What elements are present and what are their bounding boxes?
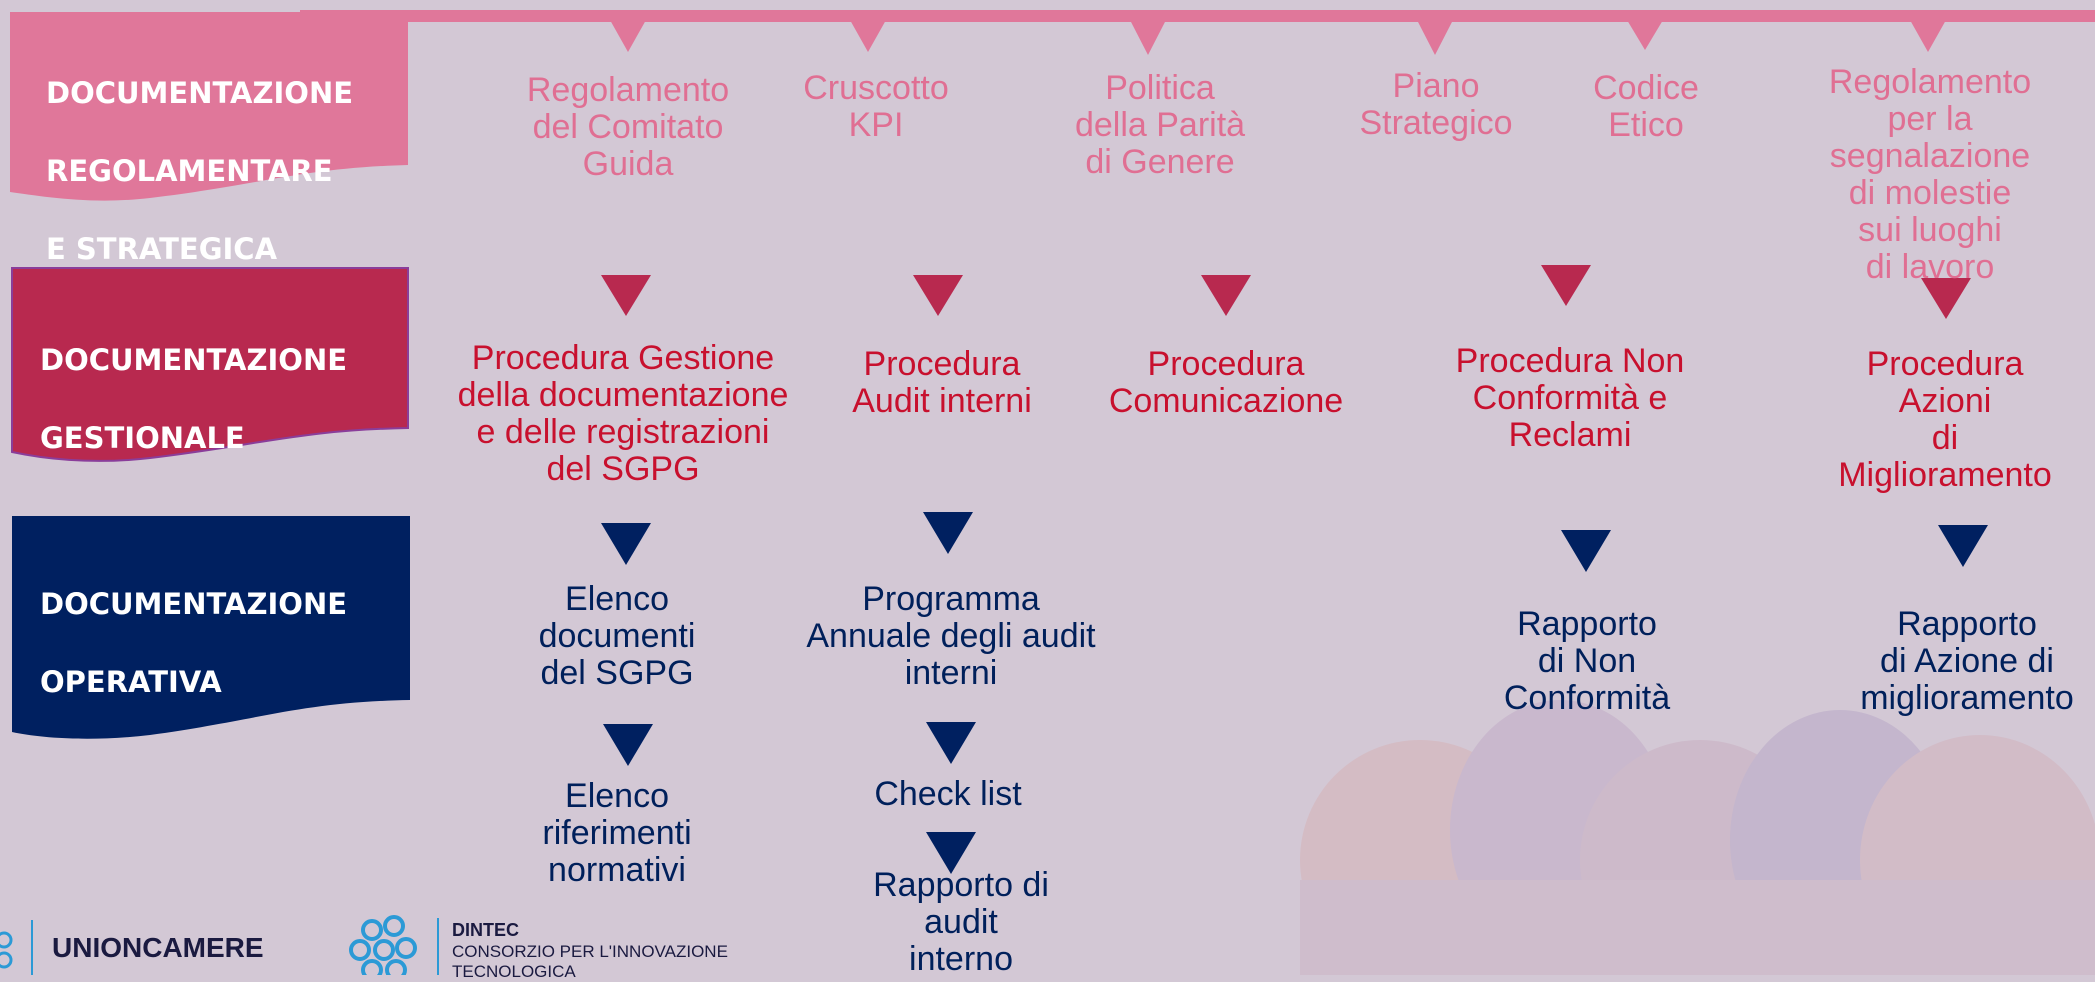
management-arrows bbox=[601, 265, 1971, 319]
doc-procedura-comunicazione: Procedura Comunicazione bbox=[1108, 345, 1344, 420]
label-line: E STRATEGICA bbox=[46, 232, 278, 266]
doc-piano-strategico: Piano Strategico bbox=[1359, 67, 1513, 142]
unioncamere-logo-icon bbox=[0, 920, 33, 975]
doc-cruscotto-kpi: Cruscotto KPI bbox=[803, 69, 949, 144]
doc-rapporto-azione: Rapporto di Azione di miglioramento bbox=[1860, 605, 2074, 717]
doc-rapporto-audit: Rapporto di audit interno bbox=[873, 866, 1049, 978]
dintec-subtitle-2: TECNOLOGICA bbox=[452, 962, 576, 981]
label-line: GESTIONALE bbox=[40, 421, 245, 455]
doc-procedura-audit: Procedura Audit interni bbox=[852, 345, 1032, 420]
doc-politica-parita: Politica della Parità di Genere bbox=[1074, 69, 1246, 181]
banner-gestionale bbox=[11, 267, 409, 462]
dintec-logo-icon bbox=[349, 915, 417, 975]
label-operativa: DOCUMENTAZIONE OPERATIVA bbox=[40, 546, 347, 741]
label-line: OPERATIVA bbox=[40, 665, 222, 699]
dintec-subtitle-1: CONSORZIO PER L'INNOVAZIONE bbox=[452, 942, 728, 961]
doc-check-list: Check list bbox=[874, 775, 1022, 813]
doc-elenco-riferimenti: Elenco riferimenti normativi bbox=[542, 777, 692, 889]
doc-rapporto-non-conformita: Rapporto di Non Conformità bbox=[1503, 605, 1671, 717]
background-silhouettes bbox=[1300, 700, 2095, 975]
doc-procedura-gestione: Procedura Gestione della documentazione … bbox=[457, 339, 789, 488]
doc-elenco-documenti: Elenco documenti del SGPG bbox=[538, 580, 696, 692]
label-strategica: DOCUMENTAZIONE REGOLAMENTARE E STRATEGIC… bbox=[46, 35, 353, 308]
unioncamere-wordmark: UNIONCAMERE bbox=[52, 932, 264, 963]
label-line: DOCUMENTAZIONE bbox=[46, 76, 354, 110]
strategic-arrows bbox=[610, 20, 1946, 55]
doc-procedura-non-conformita: Procedura Non Conformità e Reclami bbox=[1455, 342, 1685, 454]
doc-procedura-azioni: Procedura Azioni di Miglioramento bbox=[1838, 345, 2052, 494]
doc-regolamento-molestie: Regolamento per la segnalazione di moles… bbox=[1828, 63, 2032, 286]
operational-arrows bbox=[601, 512, 1988, 874]
banner-operativa bbox=[12, 516, 410, 739]
doc-regolamento-comitato: Regolamento del Comitato Guida bbox=[526, 71, 730, 183]
banner-strategica bbox=[10, 12, 408, 201]
doc-codice-etico: Codice Etico bbox=[1593, 69, 1699, 144]
top-bar bbox=[300, 10, 2095, 22]
label-gestionale: DOCUMENTAZIONE GESTIONALE bbox=[40, 302, 347, 497]
label-line: DOCUMENTAZIONE bbox=[40, 343, 348, 377]
label-line: REGOLAMENTARE bbox=[46, 154, 333, 188]
label-line: DOCUMENTAZIONE bbox=[40, 587, 348, 621]
doc-programma-audit: Programma Annuale degli audit interni bbox=[806, 580, 1096, 692]
dintec-wordmark: DINTEC bbox=[452, 920, 519, 940]
